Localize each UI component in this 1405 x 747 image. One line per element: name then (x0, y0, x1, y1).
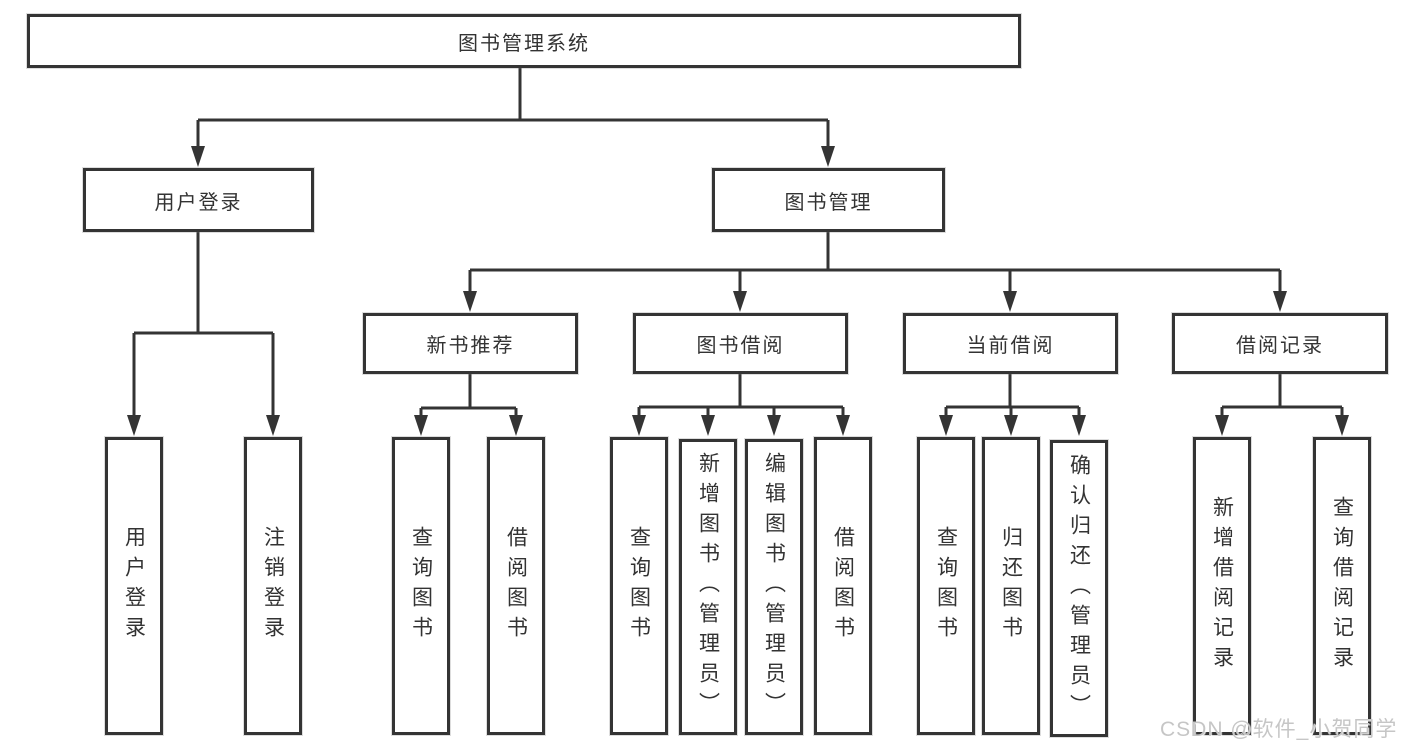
node-current-borrowing: 当前借阅 (903, 313, 1118, 374)
leaf-query-books-recommend: 查询图书 (392, 437, 450, 735)
leaf-query-books-borrowing: 查询图书 (610, 437, 668, 735)
leaf-logout: 注销登录 (244, 437, 302, 735)
csdn-watermark: CSDN @软件_小贺同学 (1160, 718, 1398, 741)
connector-book-management-branch (463, 232, 1287, 312)
node-borrowing-records: 借阅记录 (1172, 313, 1388, 374)
leaf-add-book-admin: 新增图书（管理员） (679, 439, 737, 735)
node-new-book-recommend: 新书推荐 (363, 313, 578, 374)
leaf-query-books-current: 查询图书 (917, 437, 975, 735)
node-book-management: 图书管理 (712, 168, 945, 232)
connector-root-to-level2 (191, 68, 835, 167)
connector-borrowing-records-branch (1215, 374, 1349, 436)
connector-new-book-recommend-branch (414, 374, 523, 436)
node-user-login: 用户登录 (83, 168, 314, 232)
connector-current-borrowing-branch (939, 374, 1086, 436)
leaf-edit-book-admin: 编辑图书（管理员） (745, 439, 803, 735)
leaf-return-books: 归还图书 (982, 437, 1040, 735)
leaf-borrow-books: 借阅图书 (814, 437, 872, 735)
node-library-system: 图书管理系统 (27, 14, 1021, 68)
node-book-borrowing: 图书借阅 (633, 313, 848, 374)
leaf-confirm-return-admin: 确认归还（管理员） (1050, 440, 1108, 737)
leaf-query-borrow-record: 查询借阅记录 (1313, 437, 1371, 735)
leaf-add-borrow-record: 新增借阅记录 (1193, 437, 1251, 735)
connector-user-login-branch (127, 232, 280, 436)
leaf-borrow-books-recommend: 借阅图书 (487, 437, 545, 735)
connector-book-borrowing-branch (632, 374, 850, 436)
leaf-user-login: 用户登录 (105, 437, 163, 735)
